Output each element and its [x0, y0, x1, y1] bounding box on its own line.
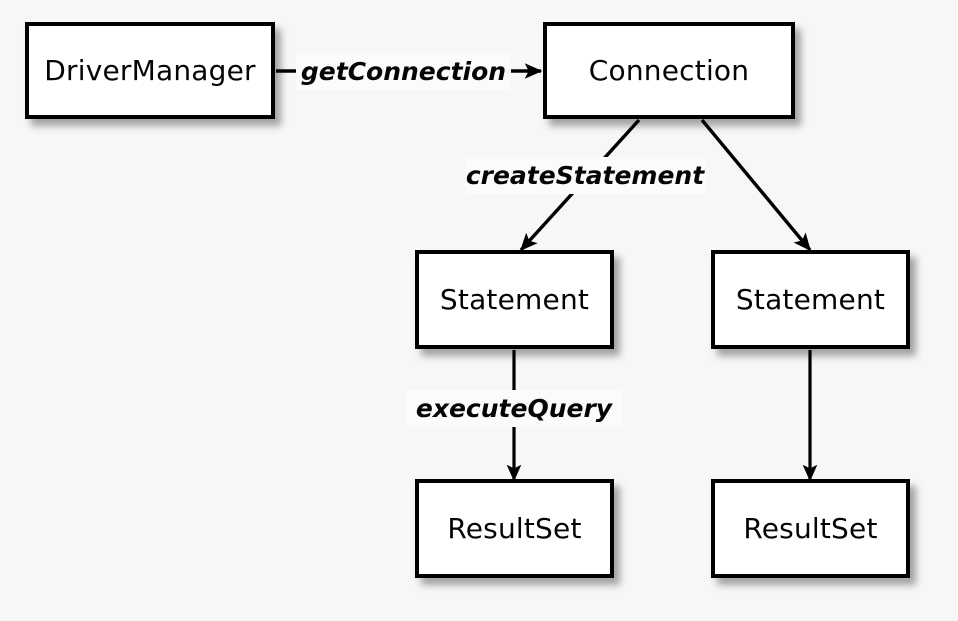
edge-label-createstatement-text: createStatement [465, 161, 705, 190]
edge-label-getconnection: getConnection [296, 53, 511, 90]
node-statement-2-label: Statement [735, 282, 886, 316]
node-statement-1-label: Statement [439, 282, 590, 316]
node-resultset-2-label: ResultSet [743, 511, 878, 545]
node-connection[interactable]: Connection [543, 22, 795, 119]
node-drivermanager-label: DriverManager [44, 53, 256, 87]
edge-createstatement-2 [700, 118, 812, 252]
node-drivermanager[interactable]: DriverManager [25, 22, 275, 119]
node-resultset-1[interactable]: ResultSet [415, 479, 614, 578]
edge-label-createstatement: createStatement [465, 157, 705, 194]
node-resultset-1-label: ResultSet [447, 511, 582, 545]
node-statement-1[interactable]: Statement [415, 250, 614, 349]
edge-label-executequery: executeQuery [407, 390, 621, 427]
node-connection-label: Connection [588, 53, 750, 87]
node-resultset-2[interactable]: ResultSet [711, 479, 910, 578]
edge-label-executequery-text: executeQuery [415, 394, 613, 423]
node-statement-2[interactable]: Statement [711, 250, 910, 349]
edge-label-getconnection-text: getConnection [300, 57, 507, 86]
